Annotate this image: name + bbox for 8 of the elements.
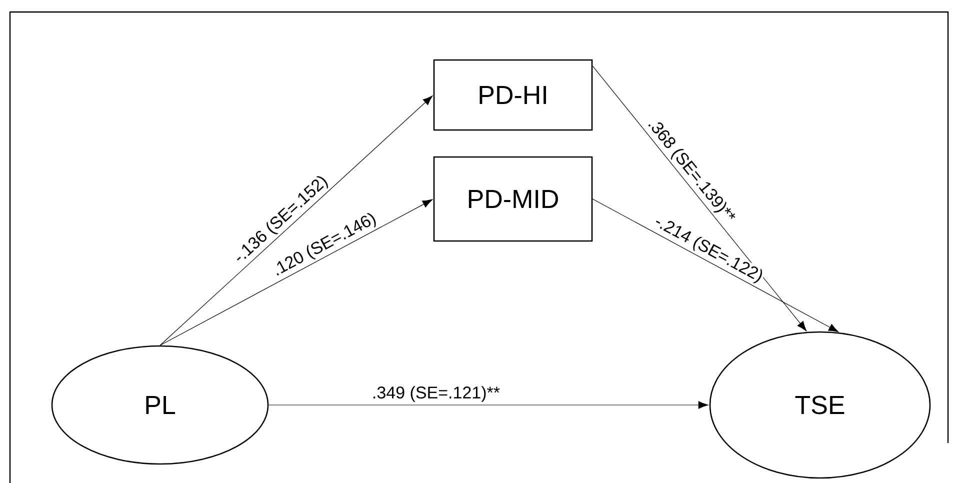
arrow — [592, 66, 807, 332]
arrow — [592, 198, 839, 332]
edge-label: .349 (SE=.121)** — [370, 385, 502, 403]
arrow — [160, 96, 433, 346]
variable-box: PD-HI — [433, 59, 593, 131]
arrow — [160, 199, 433, 346]
arrow — [268, 401, 708, 409]
variable-box: PD-MID — [433, 156, 593, 242]
